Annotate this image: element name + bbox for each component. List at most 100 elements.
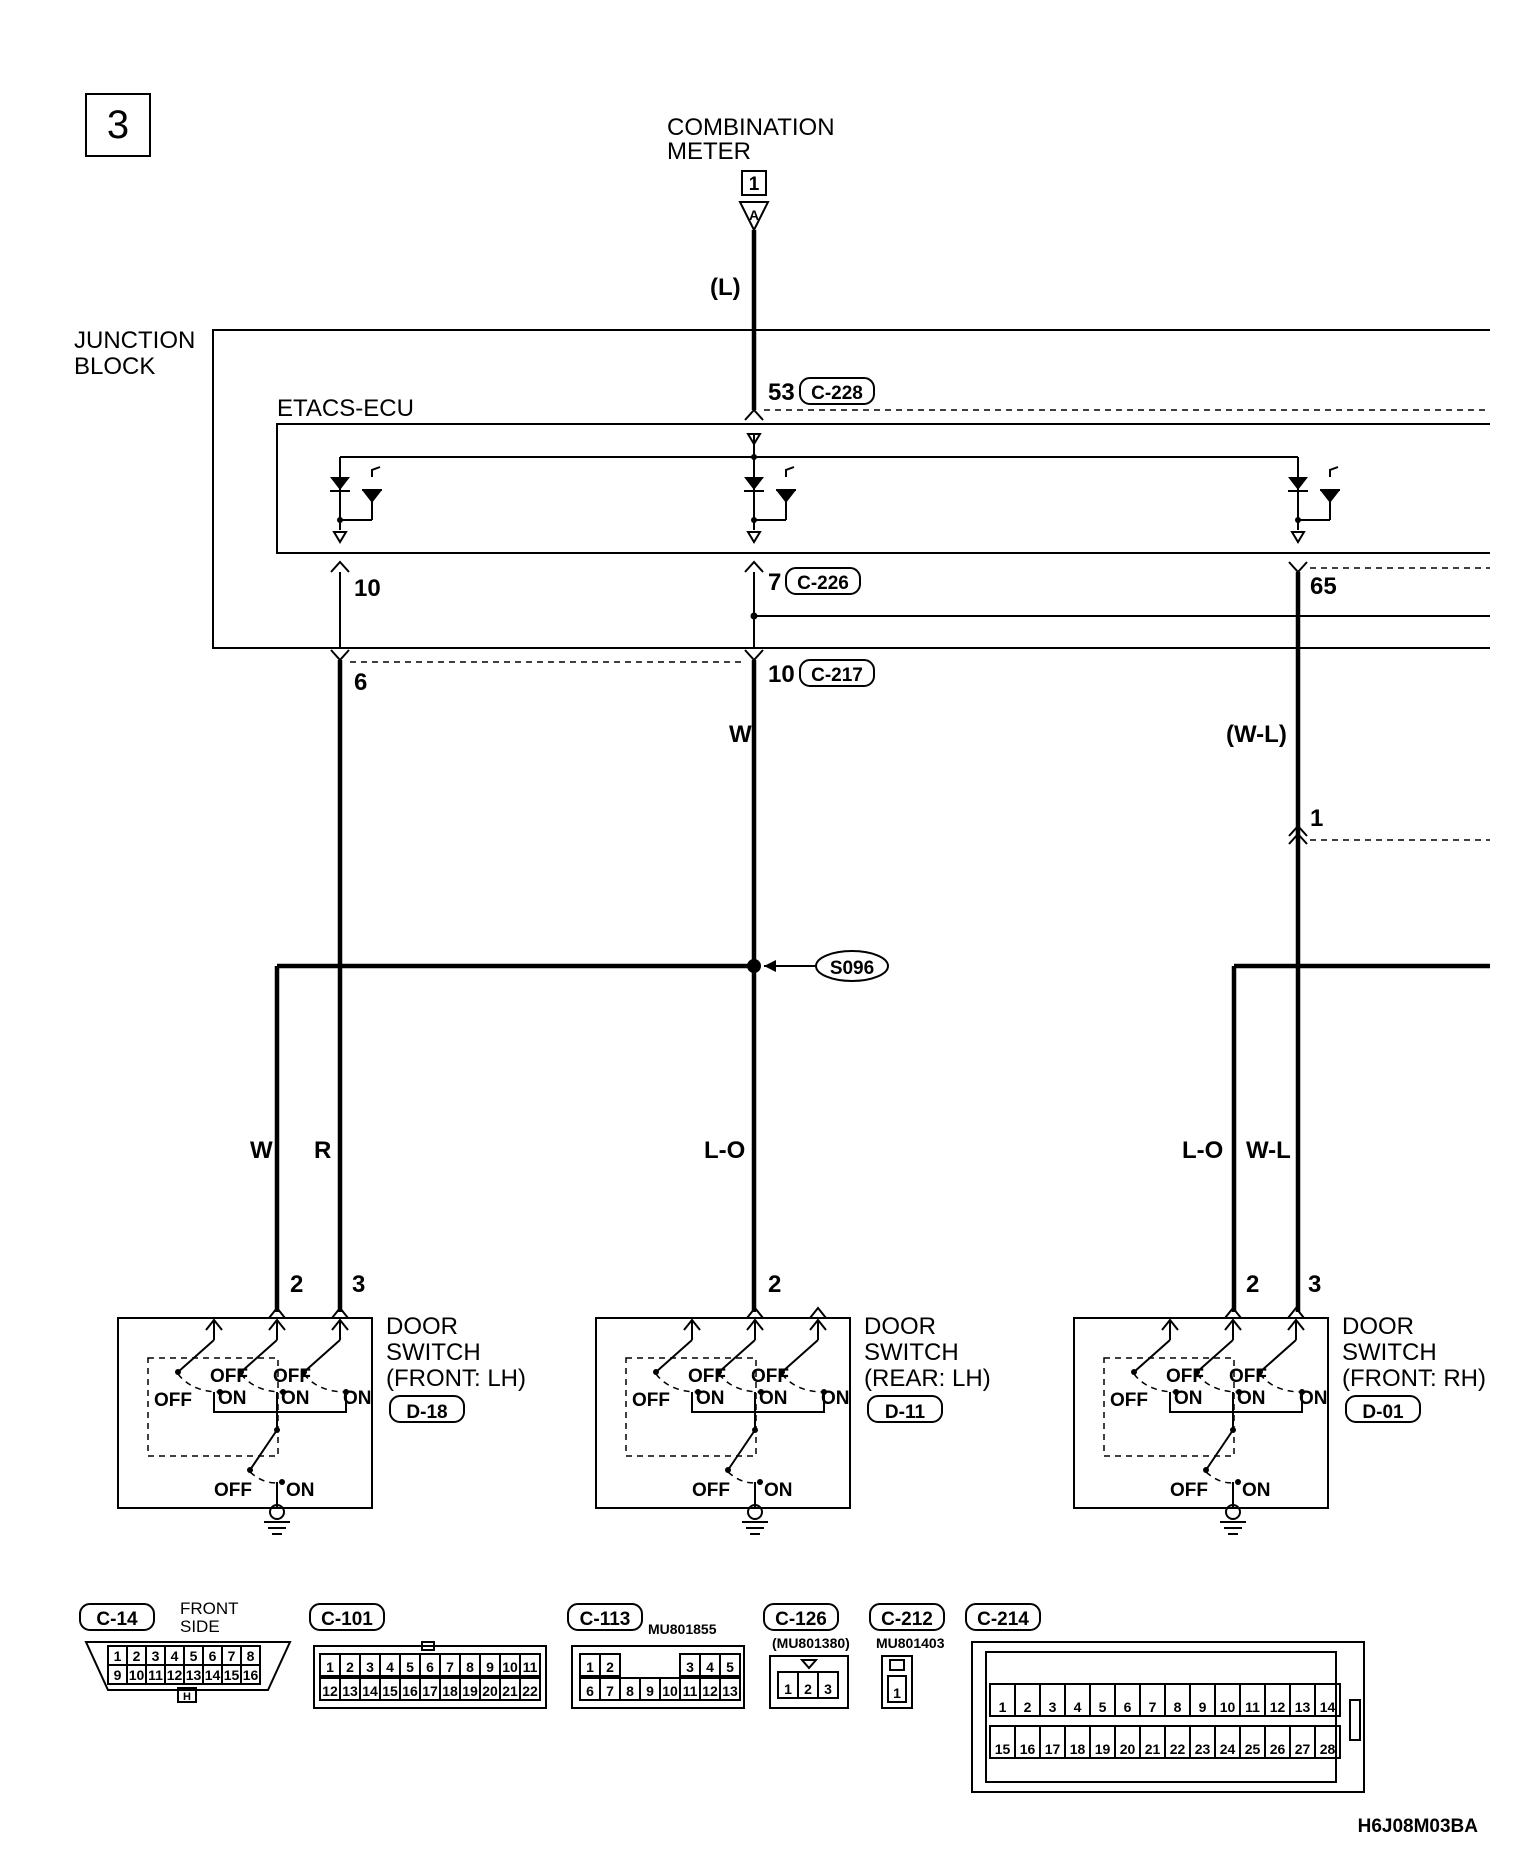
junction-block: JUNCTION BLOCK	[74, 327, 1490, 649]
svg-text:D-11: D-11	[885, 1402, 926, 1423]
svg-text:22: 22	[1170, 1741, 1186, 1757]
svg-text:3: 3	[366, 1659, 374, 1675]
svg-text:C-212: C-212	[881, 1609, 933, 1630]
svg-text:MU801855: MU801855	[648, 1621, 717, 1637]
svg-text:1: 1	[749, 174, 760, 195]
svg-text:20: 20	[1120, 1741, 1136, 1757]
svg-text:2: 2	[290, 1271, 303, 1298]
svg-text:ON: ON	[764, 1480, 793, 1501]
svg-text:ON: ON	[1299, 1388, 1328, 1409]
svg-text:ON: ON	[696, 1388, 725, 1409]
svg-text:13: 13	[186, 1667, 202, 1683]
svg-text:16: 16	[243, 1667, 259, 1683]
svg-text:8: 8	[626, 1683, 634, 1699]
svg-text:6: 6	[209, 1648, 217, 1664]
svg-text:S096: S096	[830, 958, 874, 979]
svg-text:2: 2	[768, 1271, 781, 1298]
svg-text:3: 3	[152, 1648, 160, 1664]
svg-text:7: 7	[1149, 1699, 1157, 1715]
svg-text:2: 2	[804, 1681, 812, 1697]
svg-text:3: 3	[1308, 1271, 1321, 1298]
svg-text:A: A	[749, 207, 759, 223]
wire-color-labels: W (W-L) W R L-O L-O W-L	[250, 721, 1291, 1164]
svg-text:11: 11	[523, 1659, 538, 1675]
svg-text:3: 3	[1049, 1699, 1057, 1715]
svg-text:OFF: OFF	[1229, 1366, 1267, 1387]
svg-text:17: 17	[422, 1683, 438, 1699]
svg-text:8: 8	[466, 1659, 474, 1675]
svg-text:19: 19	[1095, 1741, 1111, 1757]
svg-text:6: 6	[426, 1659, 434, 1675]
svg-text:6: 6	[1124, 1699, 1132, 1715]
svg-text:65: 65	[1310, 573, 1337, 600]
svg-text:DOOR: DOOR	[1342, 1313, 1414, 1340]
svg-text:4: 4	[386, 1659, 394, 1675]
svg-text:13: 13	[1295, 1699, 1311, 1715]
svg-text:(L): (L)	[710, 274, 741, 301]
svg-text:16: 16	[1020, 1741, 1036, 1757]
svg-text:1: 1	[1310, 805, 1323, 832]
svg-text:19: 19	[462, 1683, 478, 1699]
svg-text:2: 2	[1024, 1699, 1032, 1715]
svg-text:2: 2	[606, 1659, 614, 1675]
svg-text:L-O: L-O	[704, 1137, 745, 1164]
svg-text:ON: ON	[1237, 1388, 1266, 1409]
svg-text:(FRONT: LH): (FRONT: LH)	[386, 1365, 526, 1392]
svg-text:OFF: OFF	[1170, 1480, 1208, 1501]
svg-text:4: 4	[706, 1659, 714, 1675]
svg-text:SWITCH: SWITCH	[864, 1339, 959, 1366]
svg-text:11: 11	[148, 1667, 163, 1683]
svg-text:1: 1	[999, 1699, 1007, 1715]
svg-text:(W-L): (W-L)	[1226, 721, 1287, 748]
svg-text:8: 8	[1174, 1699, 1182, 1715]
svg-text:1: 1	[326, 1659, 334, 1675]
svg-text:W: W	[250, 1137, 273, 1164]
svg-text:15: 15	[382, 1683, 398, 1699]
svg-text:9: 9	[114, 1667, 122, 1683]
svg-text:10: 10	[768, 661, 795, 688]
svg-text:7: 7	[446, 1659, 454, 1675]
svg-text:OFF: OFF	[154, 1390, 192, 1411]
svg-text:D-18: D-18	[406, 1402, 447, 1423]
svg-text:9: 9	[1199, 1699, 1207, 1715]
svg-text:3: 3	[824, 1681, 832, 1697]
svg-text:SIDE: SIDE	[180, 1617, 220, 1636]
diagram-code: H6J08M03BA	[1358, 1816, 1479, 1837]
svg-text:4: 4	[171, 1648, 179, 1664]
splice-s096: S096	[764, 950, 889, 982]
svg-text:(REAR: LH): (REAR: LH)	[864, 1365, 991, 1392]
svg-text:1: 1	[893, 1685, 901, 1701]
svg-text:3: 3	[107, 103, 129, 147]
svg-text:ON: ON	[1174, 1388, 1203, 1409]
svg-text:7: 7	[768, 569, 781, 596]
svg-text:FRONT: FRONT	[180, 1599, 239, 1618]
svg-text:OFF: OFF	[210, 1366, 248, 1387]
svg-text:10: 10	[662, 1683, 678, 1699]
svg-text:12: 12	[167, 1667, 183, 1683]
svg-text:ON: ON	[286, 1480, 315, 1501]
svg-text:6: 6	[354, 669, 367, 696]
combination-meter: COMBINATION METER 1 A (L)	[667, 114, 835, 301]
svg-text:H: H	[183, 1691, 191, 1703]
svg-text:SWITCH: SWITCH	[1342, 1339, 1437, 1366]
svg-text:9: 9	[646, 1683, 654, 1699]
svg-text:OFF: OFF	[751, 1366, 789, 1387]
svg-text:METER: METER	[667, 138, 751, 165]
svg-text:20: 20	[482, 1683, 498, 1699]
section-number: 3	[85, 93, 151, 157]
svg-text:17: 17	[1045, 1741, 1061, 1757]
svg-text:C-228: C-228	[811, 383, 863, 404]
svg-text:DOOR: DOOR	[386, 1313, 458, 1340]
svg-text:23: 23	[1195, 1741, 1211, 1757]
svg-text:ON: ON	[343, 1388, 372, 1409]
svg-text:OFF: OFF	[1166, 1366, 1204, 1387]
svg-text:15: 15	[995, 1741, 1011, 1757]
svg-text:7: 7	[228, 1648, 236, 1664]
